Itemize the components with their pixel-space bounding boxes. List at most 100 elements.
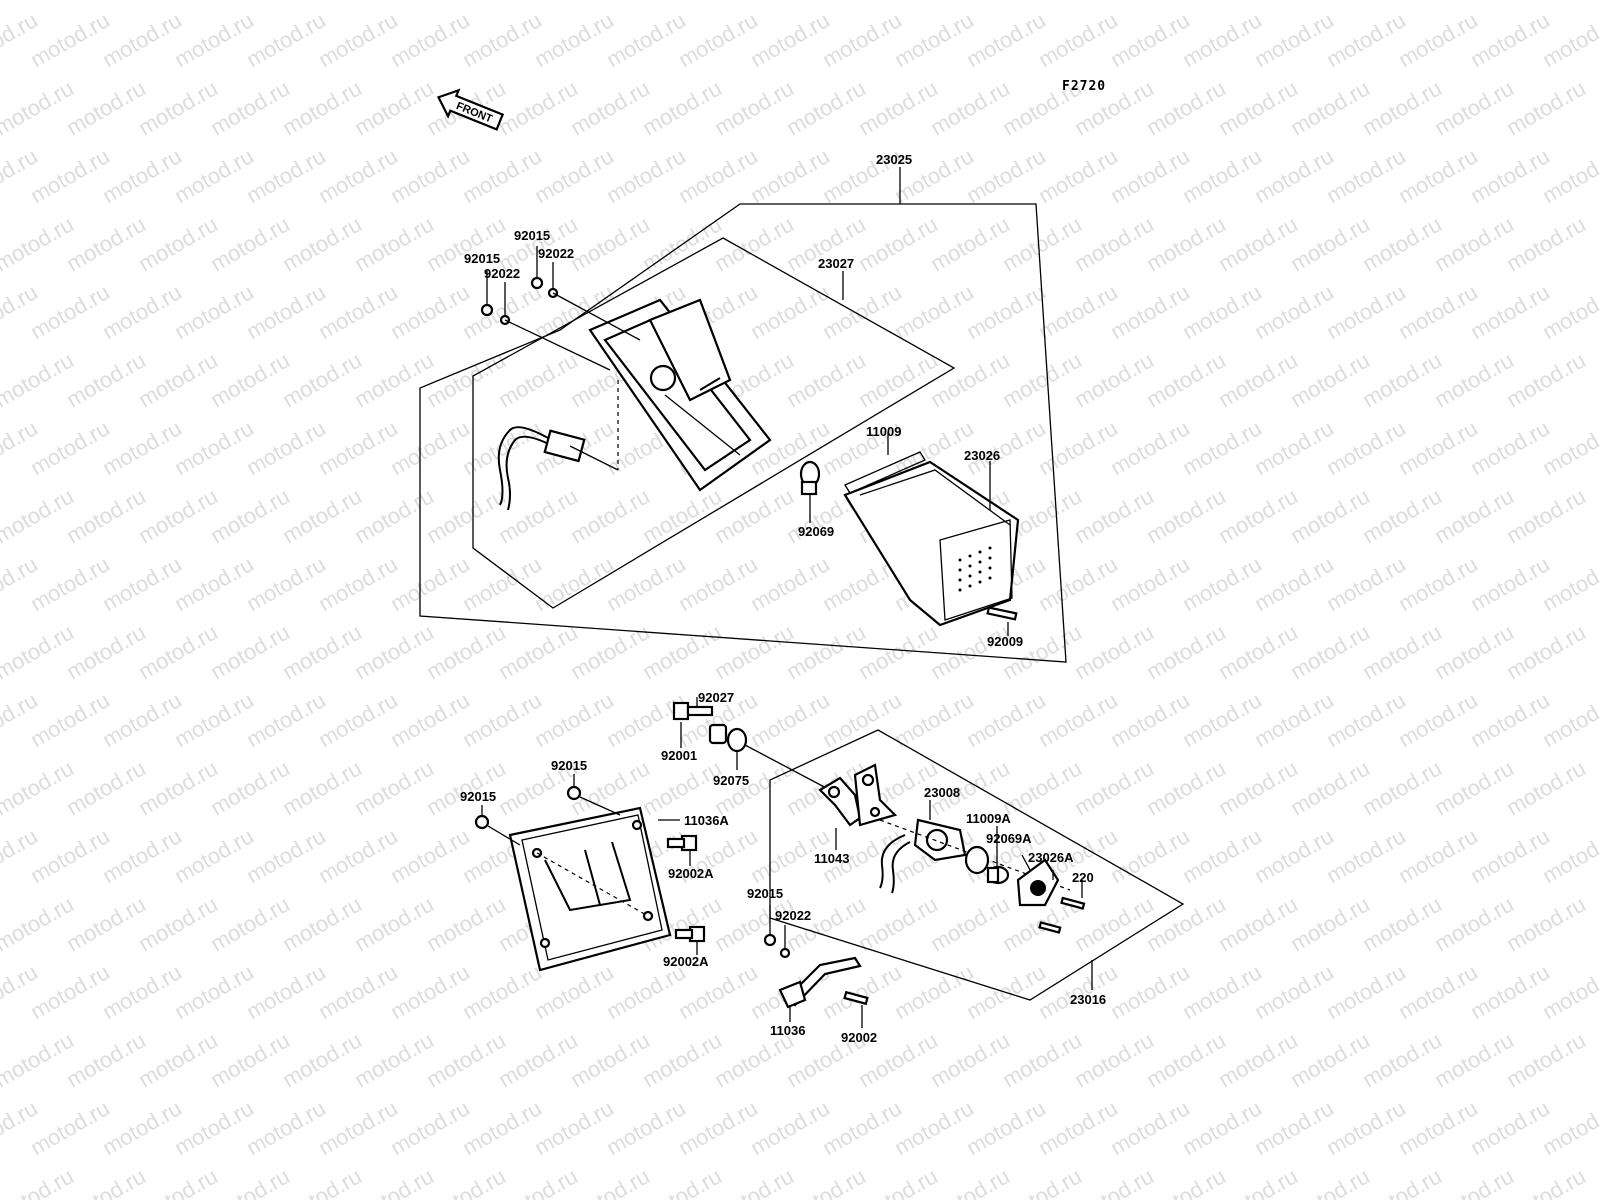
watermark-text: motod.ru — [962, 1095, 1050, 1160]
license-plate-bracket-11036A — [508, 806, 680, 972]
license-light-assembly: 92027 92001 92075 92015 92015 11036A 920… — [460, 690, 1185, 1045]
label-23016: 23016 — [1070, 992, 1106, 1007]
watermark-text: motod.ru — [602, 1095, 690, 1160]
watermark-text: motod.ru — [350, 0, 438, 4]
label-23025: 23025 — [876, 152, 912, 167]
watermark-text: motod.ru — [242, 415, 330, 480]
watermark-text: motod.ru — [1250, 415, 1338, 480]
watermark-text: motod.ru — [1358, 891, 1446, 956]
watermark-text: motod.ru — [1430, 1027, 1518, 1092]
watermark-text: motod.ru — [1538, 823, 1600, 888]
watermark-text: motod.ru — [1538, 143, 1600, 208]
watermark-text: motod.ru — [1322, 823, 1410, 888]
watermark-text: motod.ru — [1538, 551, 1600, 616]
watermark-text: motod.ru — [98, 823, 186, 888]
watermark-text: motod.ru — [674, 959, 762, 1024]
watermark-text: motod.ru — [134, 75, 222, 140]
watermark-text: motod.ru — [26, 279, 114, 344]
watermark-text: motod.ru — [746, 1095, 834, 1160]
watermark-text: motod.ru — [1430, 75, 1518, 140]
watermark-text: motod.ru — [1286, 1027, 1374, 1092]
watermark-text: motod.ru — [962, 687, 1050, 752]
watermark-text: motod.ru — [134, 1027, 222, 1092]
label-92015-b: 92015 — [464, 251, 500, 266]
watermark-text: motod.ru — [350, 619, 438, 684]
watermark-text: motod.ru — [566, 0, 654, 4]
watermark-text: motod.ru — [170, 687, 258, 752]
watermark-text: motod.ru — [206, 483, 294, 548]
watermark-text: motod.ru — [206, 891, 294, 956]
watermark-text: motod.ru — [350, 1027, 438, 1092]
watermark-text: motod.ru — [1322, 279, 1410, 344]
watermark-text: motod.ru — [314, 279, 402, 344]
watermark-text: motod.ru — [1178, 823, 1266, 888]
watermark-text: motod.ru — [458, 7, 546, 72]
watermark-text: motod.ru — [278, 211, 366, 276]
watermark-text: motod.ru — [386, 1095, 474, 1160]
label-92069: 92069 — [798, 524, 834, 539]
label-92015-c: 92015 — [551, 758, 587, 773]
watermark-text: motod.ru — [1142, 211, 1230, 276]
watermark-text: motod.ru — [1502, 211, 1590, 276]
watermark-text: motod.ru — [710, 0, 798, 4]
watermark-text: motod.ru — [890, 1095, 978, 1160]
watermark-text: motod.ru — [1070, 0, 1158, 4]
watermark-text: motod.ru — [206, 347, 294, 412]
watermark-text: motod.ru — [1286, 211, 1374, 276]
watermark-text: motod.ru — [458, 551, 546, 616]
watermark-text: motod.ru — [1070, 755, 1158, 820]
label-23026: 23026 — [964, 448, 1000, 463]
watermark-text: motod.ru — [314, 415, 402, 480]
tail-light-assembly: 23025 23027 92015 92022 92015 92022 1100… — [419, 152, 1067, 663]
watermark-text: motod.ru — [0, 755, 78, 820]
watermark-text: motod.ru — [98, 1095, 186, 1160]
watermark-text: motod.ru — [890, 7, 978, 72]
bolt-collar-92001-92027-92075 — [672, 697, 831, 791]
watermark-text: motod.ru — [458, 415, 546, 480]
watermark-text: motod.ru — [926, 75, 1014, 140]
label-11009A: 11009A — [966, 811, 1011, 826]
watermark-text: motod.ru — [1502, 1027, 1590, 1092]
watermark-text: motod.ru — [206, 211, 294, 276]
watermark-text: motod.ru — [1142, 755, 1230, 820]
watermark-text: motod.ru — [1214, 891, 1302, 956]
watermark-text: motod.ru — [530, 1095, 618, 1160]
watermark-text: motod.ru — [602, 7, 690, 72]
watermark-text: motod.ru — [566, 483, 654, 548]
watermark-text: motod.ru — [170, 7, 258, 72]
watermark-text: motod.ru — [1070, 1027, 1158, 1092]
watermark-text: motod.ru — [26, 551, 114, 616]
watermark-text: motod.ru — [386, 143, 474, 208]
watermark-text: motod.ru — [1286, 619, 1374, 684]
label-23027: 23027 — [818, 256, 854, 271]
watermark-text: motod.ru — [1466, 7, 1554, 72]
watermark-text: motod.ru — [1106, 551, 1194, 616]
watermark-text: motod.ru — [278, 483, 366, 548]
watermark-text: motod.ru — [26, 7, 114, 72]
watermark-text: motod.ru — [638, 619, 726, 684]
watermark-text: motod.ru — [1034, 551, 1122, 616]
watermark-text: motod.ru — [998, 211, 1086, 276]
watermark-text: motod.ru — [890, 687, 978, 752]
watermark-text: motod.ru — [170, 279, 258, 344]
watermark-text: motod.ru — [1070, 347, 1158, 412]
watermark-text: motod.ru — [1250, 687, 1338, 752]
watermark-text: motod.ru — [1502, 0, 1590, 4]
watermark-text: motod.ru — [782, 0, 870, 4]
watermark-text: motod.ru — [782, 75, 870, 140]
watermark-text: motod.ru — [494, 483, 582, 548]
watermark-text: motod.ru — [638, 0, 726, 4]
watermark-text: motod.ru — [170, 551, 258, 616]
watermark-text: motod.ru — [1358, 755, 1446, 820]
watermark-text: motod.ru — [1538, 959, 1600, 1024]
watermark-text: motod.ru — [458, 143, 546, 208]
watermark-text: motod.ru — [422, 483, 510, 548]
watermark-text: motod.ru — [494, 1027, 582, 1092]
watermark-text: motod.ru — [422, 347, 510, 412]
watermark-text: motod.ru — [314, 7, 402, 72]
watermark-text: motod.ru — [62, 347, 150, 412]
watermark-text: motod.ru — [674, 7, 762, 72]
watermark-text: motod.ru — [1178, 687, 1266, 752]
watermark-text: motod.ru — [278, 75, 366, 140]
